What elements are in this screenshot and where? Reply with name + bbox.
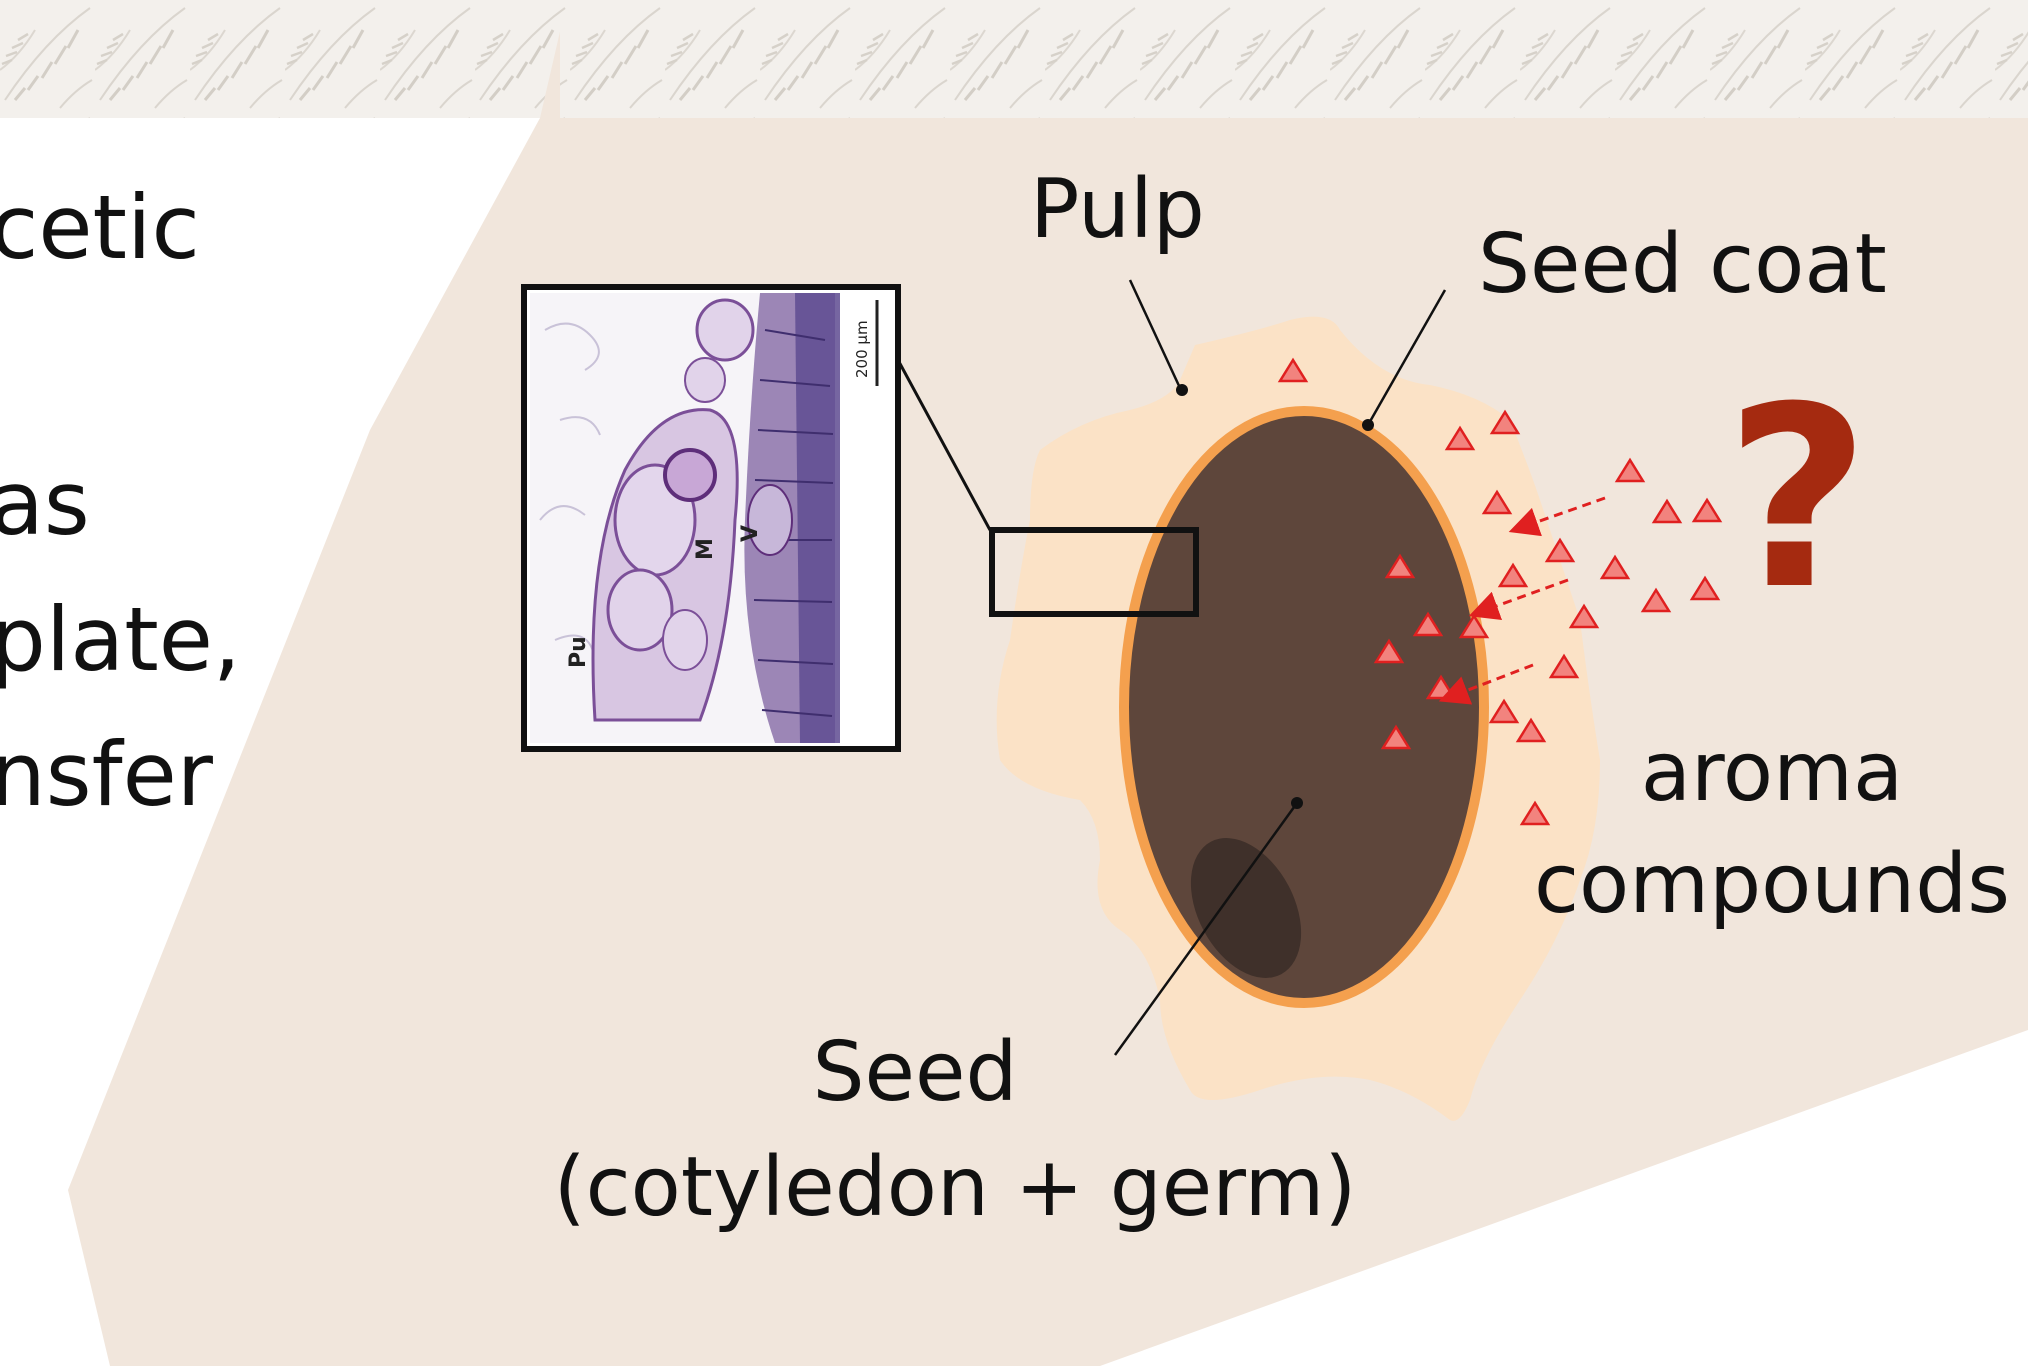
- slide-text-line-3: plate,: [0, 588, 241, 691]
- header-pattern-right: [560, 10, 2028, 118]
- micrograph-label-m: M: [693, 538, 718, 560]
- label-pulp: Pulp: [1030, 162, 1205, 257]
- pulp-leader-dot: [1176, 384, 1188, 396]
- seed-body: [1124, 411, 1484, 1003]
- label-aroma-line-2: compounds: [1534, 837, 2010, 932]
- seed-coat-leader-dot: [1362, 419, 1374, 431]
- slide-text-line-1: cetic: [0, 176, 200, 279]
- slide-text-line-2: as: [0, 452, 90, 555]
- label-seed-subtitle: (cotyledon + germ): [554, 1140, 1357, 1235]
- header-pattern-left: [0, 0, 560, 118]
- micrograph-scale-bar: 200 µm: [853, 320, 871, 378]
- micrograph-inset: 200 µm Pu M V: [524, 287, 898, 749]
- question-mark-icon: ?: [1725, 353, 1870, 644]
- micrograph-tissue: [530, 293, 892, 743]
- label-seed-title: Seed: [813, 1025, 1018, 1120]
- micrograph-label-v: V: [738, 525, 763, 542]
- seed-leader-dot: [1291, 797, 1303, 809]
- slide-text-line-4: nsfer: [0, 723, 214, 826]
- label-seed-coat: Seed coat: [1478, 217, 1887, 312]
- label-aroma-line-1: aroma: [1641, 725, 1903, 820]
- micrograph-label-pulp: Pu: [566, 636, 591, 668]
